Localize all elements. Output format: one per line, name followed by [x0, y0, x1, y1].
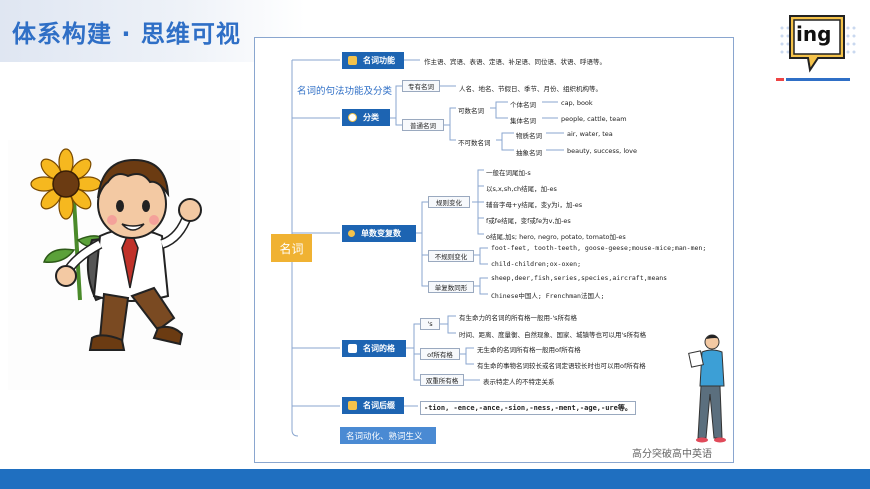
of-possessive-item-2: 有生命的事物名词较长或名词定语较长时也可以用of所有格: [477, 362, 646, 370]
node-s-possessive: 's: [420, 318, 440, 330]
book-icon: [348, 401, 357, 410]
double-possessive-desc: 表示特定人的不特定关系: [483, 378, 555, 386]
branch-classify-label: 分类: [363, 113, 379, 122]
rule-4: f或fe结尾，变f或fe为v,加-es: [486, 217, 571, 225]
graduation-cap-icon: [348, 344, 357, 353]
branch-noun-function-label: 名词功能: [363, 56, 395, 65]
example-material: air, water, tea: [567, 130, 613, 138]
logo-text: ing: [796, 22, 832, 46]
same-form-item-1: sheep,deer,fish,series,species,aircraft,…: [491, 274, 668, 282]
of-possessive-item-1: 无生命的名词所有格一般用of所有格: [477, 346, 581, 354]
suffix-desc: -tion, -ence,-ance,-sion,-ness,-ment,-ag…: [420, 401, 636, 415]
teacher-figure-illustration: [688, 334, 726, 443]
target-icon: [348, 113, 357, 122]
irregular-item-1: foot-feet, tooth-teeth, goose-geese;mous…: [491, 244, 707, 252]
proper-noun-desc: 人名、地名、节假日、季节、月份、组织机构等。: [459, 85, 602, 93]
example-individual: cap, book: [561, 99, 593, 107]
branch-classify: 分类: [342, 109, 390, 126]
branch-suffix-label: 名词后缀: [363, 401, 395, 410]
watermark: 高分突破高中英语: [632, 449, 712, 460]
rule-3: 辅音字母+y结尾，变y为i，加-es: [486, 201, 583, 209]
example-abstract: beauty, success, love: [567, 147, 637, 155]
bottom-bar: [0, 469, 870, 489]
node-of-possessive: of所有格: [420, 348, 460, 360]
node-collective: 集体名词: [510, 117, 536, 125]
node-material: 物质名词: [516, 132, 542, 140]
node-abstract: 抽象名词: [516, 149, 542, 157]
node-common-noun: 普通名词: [402, 119, 444, 131]
irregular-item-2: child-children;ox-oxen;: [491, 260, 582, 268]
same-form-item-2: Chinese中国人; Frenchman法国人;: [491, 292, 605, 300]
rule-1: 一般在词尾加-s: [486, 169, 531, 177]
branch-plural: 单数变复数: [342, 225, 416, 242]
function-desc: 作主语、宾语、表语、定语、补足语、同位语、状语、呼语等。: [424, 58, 606, 66]
page-title: 体系构建 · 思维可视: [12, 20, 241, 48]
branch-verbal: 名词动化、熟词生义: [340, 427, 436, 444]
example-collective: people, cattle, team: [561, 115, 627, 123]
book-icon: [348, 56, 357, 65]
node-double-possessive: 双重所有格: [420, 374, 464, 386]
node-proper-noun: 专有名词: [402, 80, 440, 92]
branch-plural-label: 单数变复数: [361, 229, 401, 238]
boy-with-sunflower-illustration: [8, 140, 240, 390]
node-individual: 个体名词: [510, 101, 536, 109]
rule-5: o结尾,加s; hero, negro, potato, tomato加-es: [486, 233, 626, 241]
star-icon: [348, 230, 355, 237]
ing-speech-bubble-icon: [776, 15, 856, 81]
node-countable: 可数名词: [458, 107, 484, 115]
syntax-subtitle: 名词的句法功能及分类: [297, 86, 393, 97]
branch-noun-function: 名词功能: [342, 52, 404, 69]
s-possessive-item-2: 时间、距离、度量衡、自然现象、国家、城镇等也可以用's所有格: [459, 331, 647, 339]
branch-possessive-label: 名词的格: [363, 344, 395, 353]
node-irregular-change: 不规则变化: [428, 250, 474, 262]
branch-possessive: 名词的格: [342, 340, 406, 357]
node-same-form: 单复数同形: [428, 281, 474, 293]
rule-2: 以s,x,sh,ch结尾，加-es: [486, 185, 557, 193]
node-uncountable: 不可数名词: [458, 139, 491, 147]
branch-suffix: 名词后缀: [342, 397, 404, 414]
s-possessive-item-1: 有生命力的名词的所有格一般用-'s所有格: [459, 314, 578, 322]
root-node-noun: 名词: [271, 234, 312, 262]
node-regular-change: 规则变化: [428, 196, 470, 208]
